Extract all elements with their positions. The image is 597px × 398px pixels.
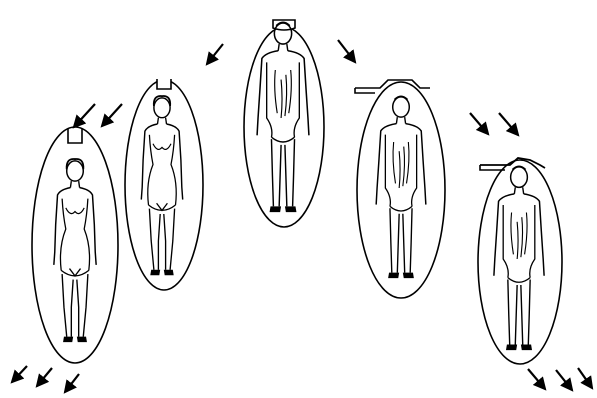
capsule-outline — [244, 27, 324, 227]
capsule-outline — [357, 82, 445, 298]
male-figure — [494, 166, 544, 350]
arrow-upper-left — [207, 44, 223, 64]
female-figure — [141, 96, 182, 275]
arrow-right-pair-2 — [499, 113, 518, 135]
arrow-bottom-right-3 — [578, 368, 592, 388]
arrow-left-pair-2 — [102, 104, 122, 126]
arrow-left-pair-1 — [74, 104, 95, 127]
male-figure — [376, 96, 426, 278]
figure-far-right — [478, 158, 562, 364]
arrow-bottom-left-2 — [37, 368, 52, 386]
figure-far-left — [32, 127, 118, 363]
arrow-bottom-right-1 — [528, 369, 545, 389]
arrow-bottom-left-3 — [65, 374, 79, 392]
arrow-bottom-right-2 — [556, 370, 572, 390]
capsule-notch — [68, 129, 82, 143]
arrow-right-pair-1 — [470, 113, 488, 134]
figure-left — [125, 79, 203, 290]
capsule-outline — [32, 127, 118, 363]
female-figure — [54, 159, 96, 342]
arrow-bottom-left-1 — [12, 366, 27, 382]
arrow-upper-right — [338, 40, 355, 62]
male-figure — [257, 22, 309, 212]
figure-right — [355, 80, 445, 298]
capsule-notch — [157, 79, 171, 89]
capsule-outline — [478, 160, 562, 364]
figure-center — [244, 20, 324, 227]
capsule-outline — [125, 80, 203, 290]
